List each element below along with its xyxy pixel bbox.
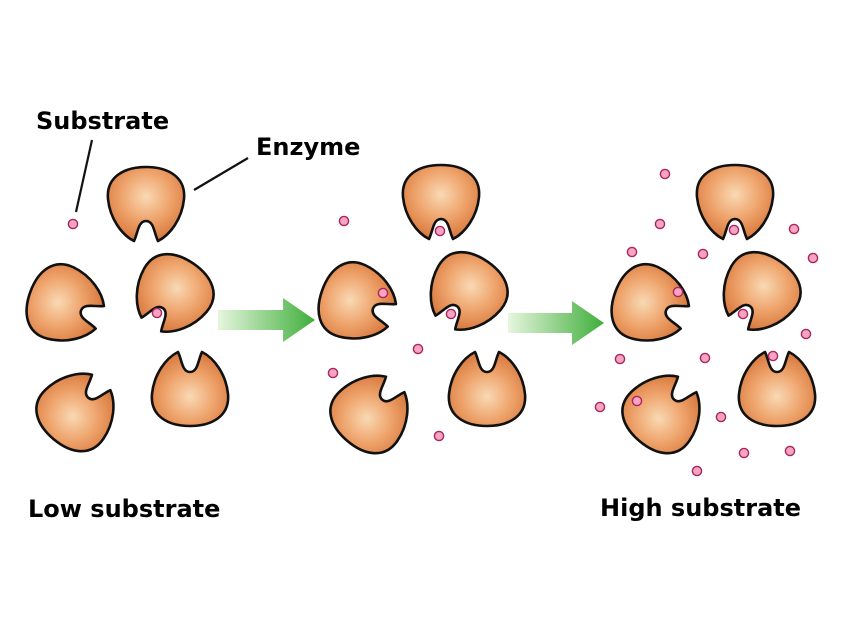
substrate-dot bbox=[738, 447, 750, 459]
substrate-dot bbox=[338, 215, 350, 227]
enzyme-icon bbox=[150, 350, 230, 428]
enzyme-label: Enzyme bbox=[256, 133, 361, 161]
substrate-dot bbox=[433, 430, 445, 442]
enzyme-icon bbox=[106, 165, 186, 243]
substrate-dot bbox=[784, 445, 796, 457]
green-arrow-icon bbox=[508, 301, 604, 345]
enzyme-icon bbox=[695, 163, 775, 241]
substrate-dot bbox=[715, 411, 727, 423]
substrate-dot bbox=[151, 307, 163, 319]
substrate-dot bbox=[412, 343, 424, 355]
substrate-leader-line bbox=[74, 139, 94, 213]
enzyme-icon bbox=[722, 250, 802, 332]
enzyme-icon bbox=[429, 250, 509, 332]
enzymes-layer bbox=[25, 163, 817, 455]
enzyme-icon bbox=[329, 374, 409, 455]
substrate-dot bbox=[672, 286, 684, 298]
enzyme-icon bbox=[317, 260, 398, 340]
substrate-dot bbox=[737, 308, 749, 320]
enzyme-icon bbox=[621, 374, 701, 455]
substrate-dot bbox=[626, 246, 638, 258]
substrate-dot bbox=[614, 353, 626, 365]
substrate-dot bbox=[697, 248, 709, 260]
substrate-dot bbox=[659, 168, 671, 180]
enzyme-icon bbox=[447, 350, 527, 428]
substrate-dot bbox=[800, 328, 812, 340]
high-substrate-caption: High substrate bbox=[600, 494, 802, 522]
substrate-dot bbox=[699, 352, 711, 364]
leader-lines bbox=[74, 139, 249, 213]
substrate-dot bbox=[691, 465, 703, 477]
enzyme-icon bbox=[135, 252, 215, 334]
substrate-dot bbox=[594, 401, 606, 413]
substrate-dot bbox=[377, 287, 389, 299]
substrate-dot bbox=[767, 350, 779, 362]
low-substrate-caption: Low substrate bbox=[28, 495, 221, 523]
enzyme-icon bbox=[25, 262, 106, 342]
substrate-dot bbox=[631, 395, 643, 407]
enzyme-icon bbox=[35, 372, 115, 453]
enzyme-icon bbox=[737, 350, 817, 428]
substrate-dot bbox=[728, 224, 740, 236]
substrate-dot bbox=[67, 218, 79, 230]
substrates-layer bbox=[67, 168, 819, 477]
substrate-dot bbox=[654, 218, 666, 230]
substrate-dot bbox=[445, 308, 457, 320]
arrow-low-to-medium bbox=[218, 298, 315, 342]
substrate-dot bbox=[327, 367, 339, 379]
green-arrow-icon bbox=[218, 298, 315, 342]
enzyme-icon bbox=[401, 163, 481, 241]
substrate-dot bbox=[434, 225, 446, 237]
enzyme-leader-line bbox=[193, 157, 249, 191]
arrow-medium-to-high bbox=[508, 301, 604, 345]
substrate-dot bbox=[788, 223, 800, 235]
enzyme-icon bbox=[610, 262, 691, 342]
substrate-dot bbox=[807, 252, 819, 264]
substrate-label: Substrate bbox=[36, 107, 170, 135]
